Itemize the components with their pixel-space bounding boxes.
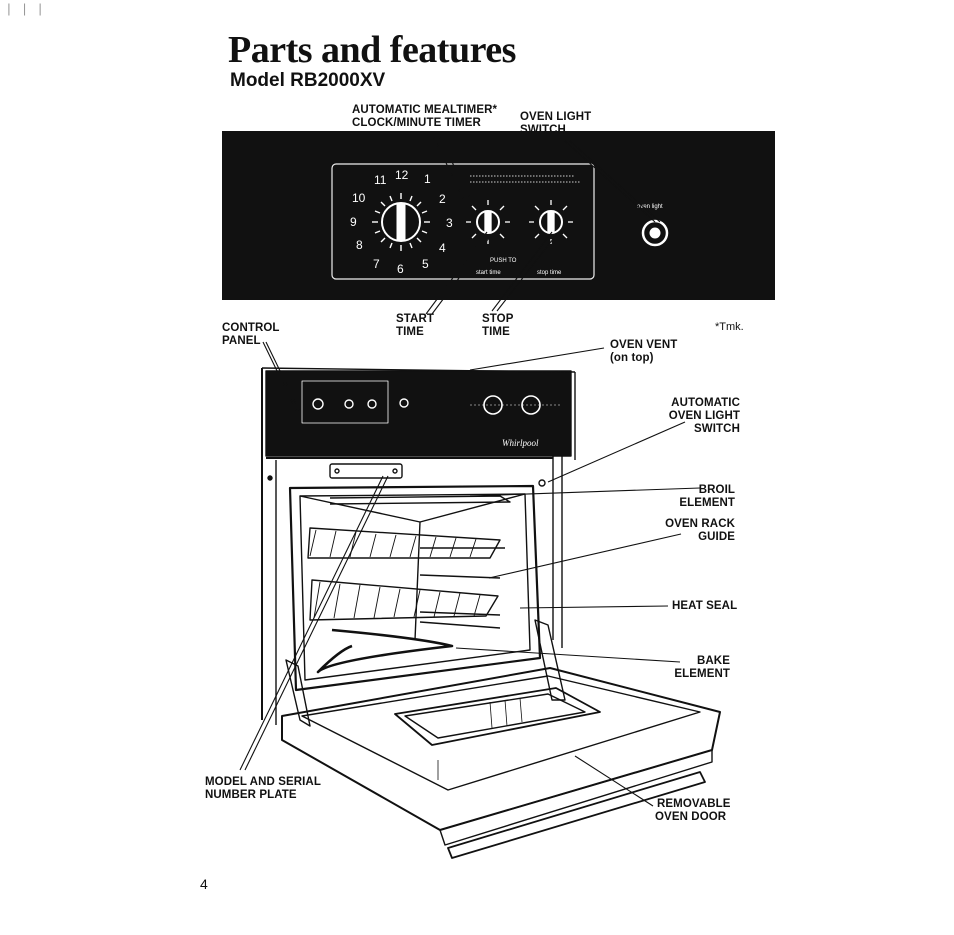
- clock-num-7: 7: [373, 257, 380, 271]
- clock-num-8: 8: [356, 238, 363, 252]
- label-control-panel-1: CONTROL: [222, 322, 280, 334]
- label-ovenlight-2: SWITCH: [520, 124, 566, 136]
- clock-num-10: 10: [352, 191, 366, 205]
- label-model-plate-1: MODEL AND SERIAL: [205, 776, 321, 788]
- timer-faceplate: [331, 163, 595, 280]
- oven-light-text: oven light: [637, 204, 663, 210]
- oven-control-strip: [265, 370, 572, 457]
- trademark-note: *Tmk.: [715, 321, 744, 333]
- stop-time-knob: [529, 200, 573, 244]
- model-subtitle: Model RB2000XV: [230, 70, 386, 91]
- label-oven-vent-2: (on top): [610, 352, 654, 364]
- start-time-knob: [466, 200, 510, 244]
- label-auto-light-1: AUTOMATIC: [671, 397, 740, 409]
- label-auto-light-3: SWITCH: [694, 423, 740, 435]
- svg-text:Whirlpool: Whirlpool: [502, 438, 539, 448]
- label-auto-light-2: OVEN LIGHT: [668, 410, 740, 422]
- start-time-text: start time: [476, 270, 501, 276]
- page-title: Parts and features: [228, 29, 516, 71]
- label-broil-1: BROIL: [698, 484, 735, 496]
- label-start-2: TIME: [396, 326, 424, 338]
- label-door-1: REMOVABLE: [657, 798, 731, 810]
- clock-num-6: 6: [397, 262, 404, 276]
- clock-num-5: 5: [422, 257, 429, 271]
- label-door-2: OVEN DOOR: [655, 811, 727, 823]
- label-broil-2: ELEMENT: [679, 497, 735, 509]
- label-model-plate-2: NUMBER PLATE: [205, 789, 297, 801]
- clock-num-12: 12: [395, 168, 409, 182]
- clock-num-11: 11: [374, 173, 387, 187]
- label-stop-1: STOP: [482, 313, 514, 325]
- label-rack-guide-2: GUIDE: [698, 531, 735, 543]
- scan-marks: | | |: [5, 2, 45, 17]
- clock-num-9: 9: [350, 215, 357, 229]
- label-start-1: START: [396, 313, 434, 325]
- clock-num-4: 4: [439, 241, 446, 255]
- stop-time-text: stop time: [537, 270, 562, 276]
- label-rack-guide-1: OVEN RACK: [665, 518, 735, 530]
- label-mealtimer-2: CLOCK/MINUTE TIMER: [352, 117, 481, 129]
- label-stop-2: TIME: [482, 326, 510, 338]
- label-ovenlight-1: OVEN LIGHT: [520, 111, 592, 123]
- clock-num-1: 1: [424, 172, 431, 186]
- oven-light-switch: [641, 219, 669, 247]
- label-mealtimer-1: AUTOMATIC MEALTIMER*: [352, 104, 498, 116]
- label-oven-vent-1: OVEN VENT: [610, 339, 678, 351]
- page-number: 4: [200, 876, 208, 892]
- clock-num-3: 3: [446, 216, 453, 230]
- label-bake-1: BAKE: [697, 655, 730, 667]
- clock-num-2: 2: [439, 192, 446, 206]
- push-to-text: PUSH TO: [490, 258, 517, 264]
- label-heat-seal: HEAT SEAL: [672, 600, 738, 612]
- label-control-panel-2: PANEL: [222, 335, 261, 347]
- label-bake-2: ELEMENT: [674, 668, 730, 680]
- clock-dial: [372, 193, 430, 251]
